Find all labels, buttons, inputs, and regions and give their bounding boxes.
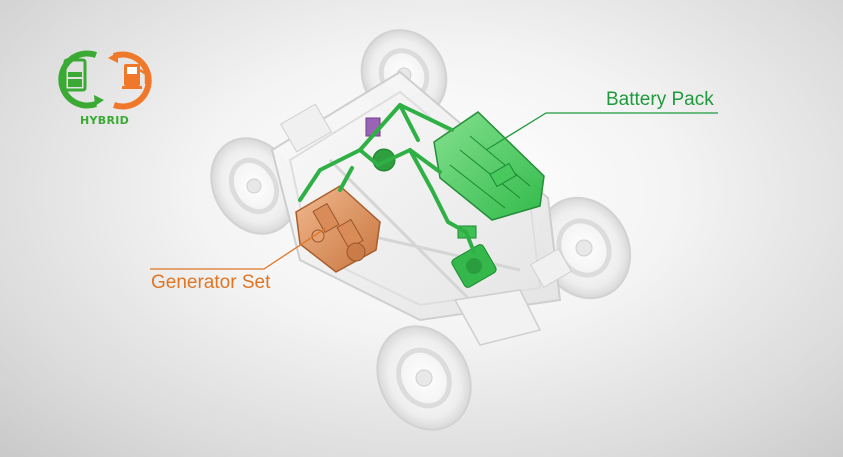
hybrid-logo	[58, 50, 152, 110]
generator-set-label: Generator Set	[151, 272, 271, 293]
hybrid-logo-text: HYBRID	[80, 114, 130, 127]
battery-pack	[433, 111, 545, 221]
wheel-front-bottom	[376, 325, 472, 431]
wiring-harness	[298, 103, 476, 254]
generator-callout-line	[150, 227, 327, 270]
battery-icon	[58, 50, 104, 109]
generator-set	[295, 185, 381, 273]
battery-callout-line	[485, 112, 718, 151]
fuel-pump-icon	[108, 51, 152, 110]
battery-pack-label: Battery Pack	[606, 89, 714, 110]
